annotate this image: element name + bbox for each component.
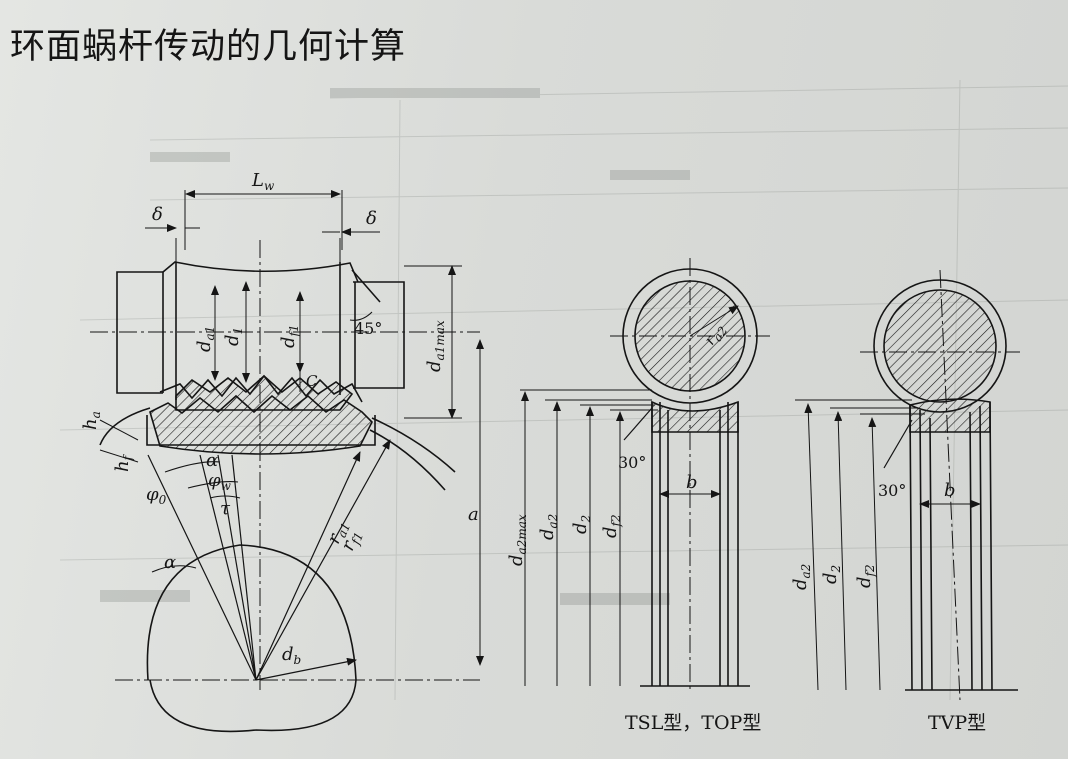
label-lw: Lw [251, 170, 275, 193]
worm-assembly-drawing [90, 190, 484, 733]
label-tvp-da2: da2 [790, 564, 813, 590]
label-c: C [306, 372, 318, 390]
label-delta-left: δ [152, 204, 163, 225]
label-a: a [468, 504, 479, 525]
label-da1: da1 [194, 326, 217, 352]
label-tvp-30-degree: 30° [878, 481, 906, 500]
label-ha: ha [80, 411, 103, 430]
label-df1: df1 [278, 324, 301, 348]
label-alpha-low: α [164, 552, 176, 573]
diagram-labels: Lw δ δ da1 d1 df1 da1max 45° C ha hf α φ… [80, 170, 986, 734]
label-phi0: φ0 [146, 484, 167, 507]
label-delta-right: δ [366, 208, 377, 229]
caption-tsl-top: TSL型，TOP型 [625, 712, 761, 734]
tvp-type-drawing [795, 269, 1020, 701]
label-da1max: da1max [424, 320, 447, 372]
label-tsl-da2: da2 [537, 514, 560, 540]
label-tsl-b: b [686, 472, 698, 493]
label-tvp-d2: d2 [820, 565, 843, 584]
label-alpha-top: α [206, 450, 218, 471]
label-tsl-da2max: da2max [506, 514, 529, 566]
page-title: 环面蜗杆传动的几何计算 [10, 27, 407, 67]
tsl-top-type-drawing [520, 258, 770, 690]
label-tsl-df2: df2 [600, 514, 623, 538]
caption-tvp: TVP型 [928, 712, 986, 734]
label-db: db [282, 644, 301, 667]
label-hf: hf [112, 453, 135, 472]
label-tsl-30-degree: 30° [618, 453, 646, 472]
label-ra1: ra1 [323, 517, 353, 547]
label-tau: τ [220, 498, 231, 519]
label-tvp-df2: df2 [854, 564, 877, 588]
label-d1: d1 [222, 327, 245, 346]
label-tsl-d2: d2 [570, 515, 593, 534]
label-45-degree: 45° [354, 319, 382, 338]
label-tvp-b: b [944, 480, 956, 501]
label-phiw: φw [208, 470, 232, 493]
